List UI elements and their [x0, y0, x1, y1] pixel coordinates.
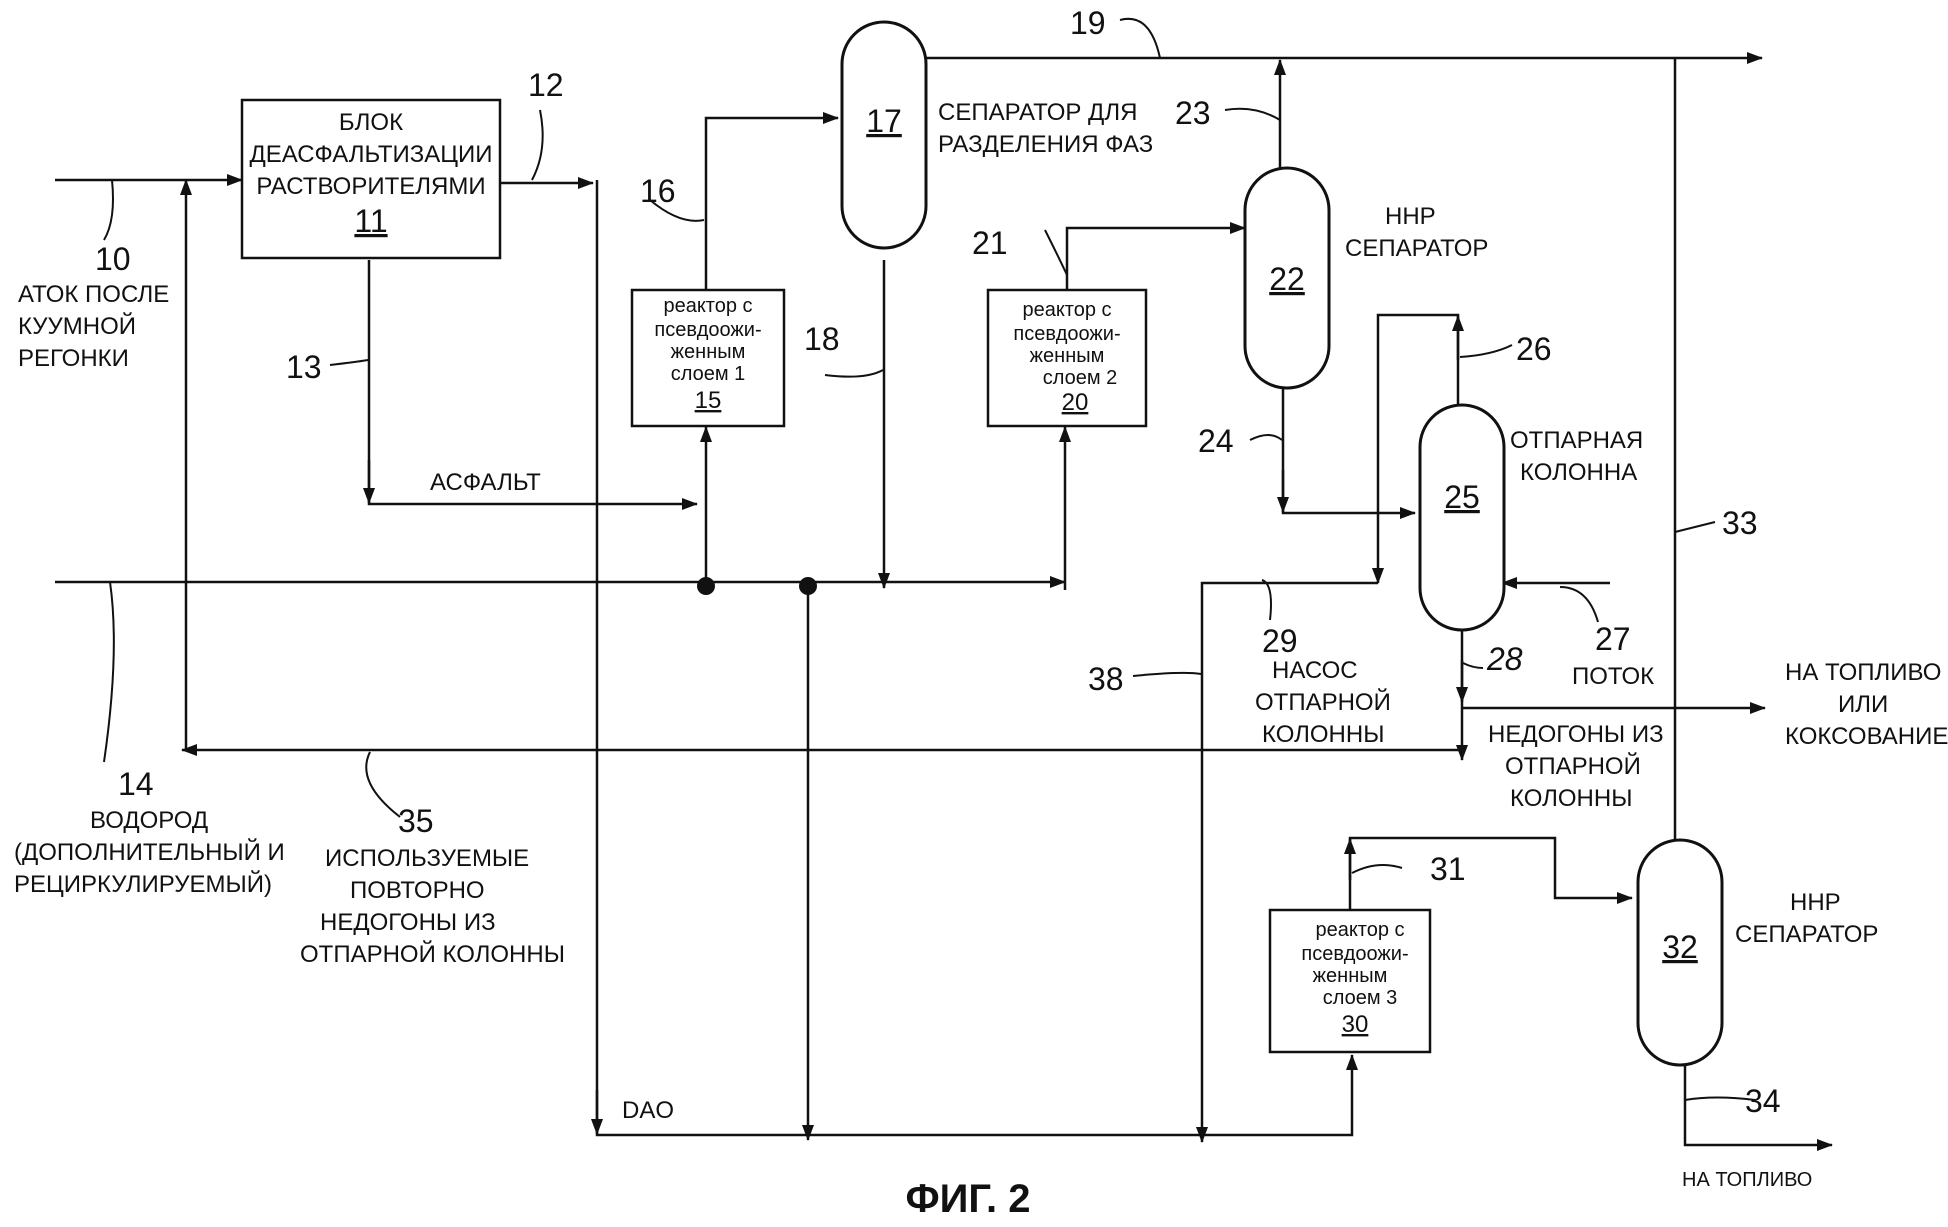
stream-27-number: 27 — [1595, 621, 1631, 657]
reactor15-number: 15 — [695, 387, 722, 414]
separator32-number: 32 — [1662, 929, 1698, 965]
unit11-number: 11 — [354, 203, 387, 239]
dao-label: DAO — [622, 1097, 674, 1124]
reactor20-number: 20 — [1062, 389, 1089, 416]
reactor20-line-2: псевдоожи- — [1013, 323, 1120, 345]
reactor15-line-3: женным — [671, 341, 746, 363]
stream-34-label: НА ТОПЛИВО — [1682, 1169, 1812, 1191]
stripper25-label-1: ОТПАРНАЯ — [1510, 427, 1643, 454]
reactor30-line-2: псевдоожи- — [1301, 943, 1408, 965]
stream-14-number: 14 — [118, 766, 154, 802]
reactor20-line-3: женным — [1030, 345, 1105, 367]
bottoms-label-1: НЕДОГОНЫ ИЗ — [1488, 721, 1664, 748]
stream-27-label: ПОТОК — [1572, 663, 1654, 690]
stream-35-label-4: ОТПАРНОЙ КОЛОННЫ — [300, 940, 565, 968]
fuel-coking-label-3: КОКСОВАНИЕ — [1785, 723, 1948, 750]
stream-35-label-1: ИСПОЛЬЗУЕМЫЕ — [325, 845, 529, 872]
line-21 — [1067, 228, 1245, 290]
stream-28-number: 28 — [1486, 641, 1523, 677]
separator22-label-1: HHP — [1385, 203, 1436, 230]
reactor20-line-1: реактор с — [1022, 299, 1111, 321]
stream-10-label-2: КУУМНОЙ — [18, 312, 136, 340]
stream-33-number: 33 — [1722, 505, 1758, 541]
stripping-column-25 — [1420, 405, 1504, 630]
junction-dot-1 — [697, 577, 715, 595]
bottoms-label-2: ОТПАРНОЙ — [1505, 752, 1641, 780]
reactor15-line-4: слоем 1 — [671, 363, 746, 385]
separator22-label-2: СЕПАРАТОР — [1345, 235, 1488, 262]
stream-14-label-1: ВОДОРОД — [90, 807, 208, 834]
reactor30-line-1: реактор с — [1315, 919, 1404, 941]
stream-18-number: 18 — [804, 321, 840, 357]
stream-35-label-2: ПОВТОРНО — [350, 877, 485, 904]
stream-35-number: 35 — [398, 803, 434, 839]
stream-10-label-1: АТОК ПОСЛЕ — [18, 281, 169, 308]
stream-24-number: 24 — [1198, 423, 1234, 459]
stream-29-label-2: ОТПАРНОЙ — [1255, 688, 1391, 716]
stream-38-number: 38 — [1088, 661, 1124, 697]
unit11-title-2: ДЕАСФАЛЬТИЗАЦИИ — [249, 141, 492, 168]
fuel-coking-label-2: ИЛИ — [1838, 691, 1888, 718]
stream-21-number: 21 — [972, 225, 1008, 261]
stream-13-number: 13 — [286, 349, 322, 385]
separator17-number: 17 — [866, 103, 902, 139]
reactor30-number: 30 — [1342, 1011, 1369, 1038]
unit11-title-1: БЛОК — [339, 109, 403, 136]
stream-10-label-3: РЕГОНКИ — [18, 345, 129, 372]
reactor30-line-3: женным — [1313, 965, 1388, 987]
separator32-label-1: HHP — [1790, 889, 1841, 916]
stream-19-number: 19 — [1070, 5, 1106, 41]
separator17-label-2: РАЗДЕЛЕНИЯ ФАЗ — [938, 131, 1153, 158]
stream-12-number: 12 — [528, 67, 564, 103]
line-24 — [1283, 385, 1415, 513]
stream-34-number: 34 — [1745, 1083, 1781, 1119]
separator17-label-1: СЕПАРАТОР ДЛЯ — [938, 99, 1137, 126]
stream-14-label-2: (ДОПОЛНИТЕЛЬНЫЙ И — [14, 838, 285, 866]
stream-26-number: 26 — [1516, 331, 1552, 367]
line-31 — [1350, 838, 1632, 910]
separator32-label-2: СЕПАРАТОР — [1735, 921, 1878, 948]
separator22-number: 22 — [1269, 261, 1305, 297]
stream-29-label-1: НАСОС — [1272, 657, 1358, 684]
stream-13-label: АСФАЛЬТ — [430, 469, 541, 496]
reactor20-line-4: слоем 2 — [1043, 367, 1118, 389]
reactor15-line-2: псевдоожи- — [654, 319, 761, 341]
stream-29-label-3: КОЛОННЫ — [1262, 721, 1384, 748]
stripper25-number: 25 — [1444, 479, 1480, 515]
stream-29-number: 29 — [1262, 623, 1298, 659]
fuel-coking-label-1: НА ТОПЛИВО — [1785, 659, 1941, 686]
stream-35-label-3: НЕДОГОНЫ ИЗ — [320, 909, 496, 936]
reactor15-line-1: реактор с — [663, 295, 752, 317]
bottoms-label-3: КОЛОННЫ — [1510, 785, 1632, 812]
junction-dot-2 — [799, 577, 817, 595]
stream-23-number: 23 — [1175, 95, 1211, 131]
figure-caption: ФИГ. 2 — [905, 1177, 1030, 1221]
unit11-title-3: РАСТВОРИТЕЛЯМИ — [256, 173, 485, 200]
line-16 — [706, 118, 838, 290]
stream-31-number: 31 — [1430, 851, 1466, 887]
stripper25-label-2: КОЛОННА — [1520, 459, 1637, 486]
stream-10-number: 10 — [95, 241, 131, 277]
reactor30-line-4: слоем 3 — [1323, 987, 1398, 1009]
stream-16-number: 16 — [640, 173, 676, 209]
stream-14-label-3: РЕЦИРКУЛИРУЕМЫЙ) — [14, 870, 272, 898]
